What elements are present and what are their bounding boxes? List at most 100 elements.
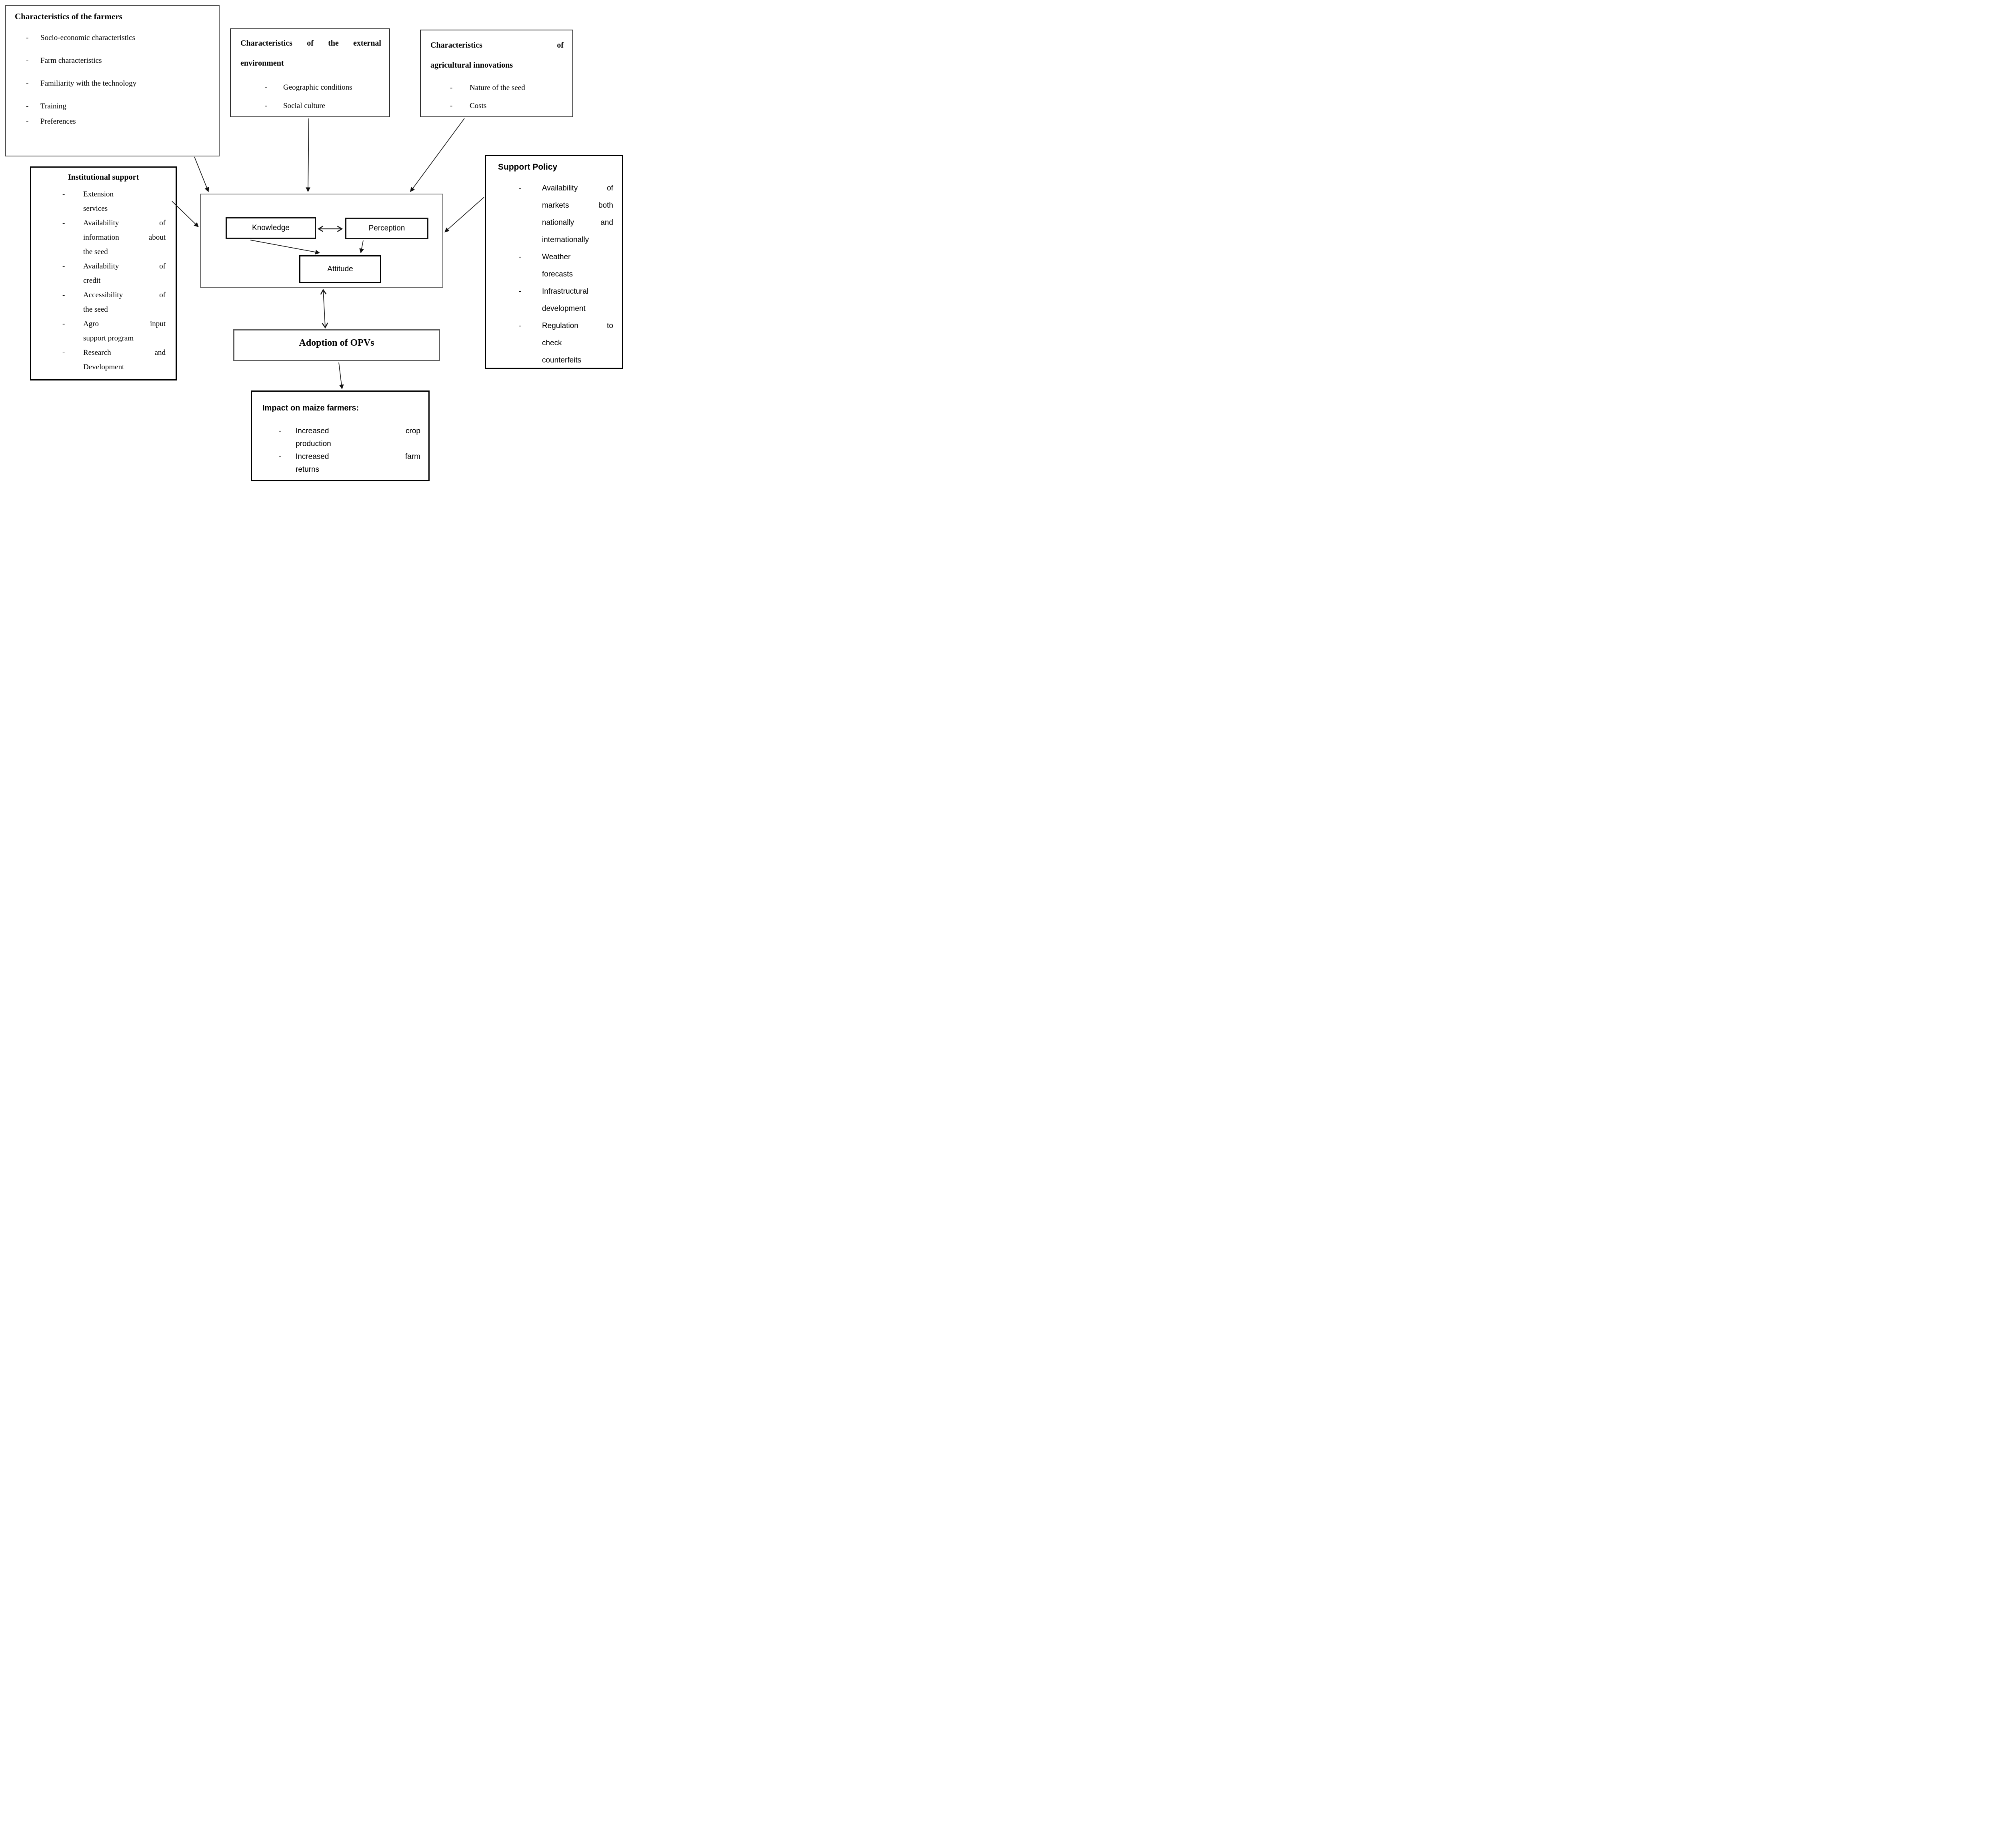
item-line: credit: [83, 276, 101, 285]
list-item-text: Extension services: [83, 187, 166, 216]
concept-box-support-policy: Support Policy - Availability of markets…: [485, 155, 623, 369]
item-line: check: [542, 339, 562, 347]
list-item-text: Increased crop production: [296, 425, 420, 450]
adoption-label: Adoption of OPVs: [299, 337, 374, 348]
bullet-list: - Availability of markets both nationall…: [486, 180, 622, 369]
title-line: Characteristics of the external: [240, 39, 381, 48]
arrow-external-to-core: [306, 118, 310, 192]
list-item-text: Costs: [470, 102, 487, 110]
impact-box: Impact on maize farmers: - Increased cro…: [251, 390, 430, 481]
bullet-list: - Socio-economic characteristics - Farm ch…: [6, 32, 219, 127]
bullet-list: -Geographic conditions - Social culture: [231, 82, 389, 111]
dash-bullet: -: [26, 79, 29, 88]
list-item-text: Regulation to check counterfeits: [542, 317, 613, 369]
item-line: internationally: [542, 236, 589, 244]
bullet-list: - Extension services - Availability of i…: [31, 187, 176, 374]
dash-bullet: -: [519, 322, 522, 330]
concept-box-institutional-support: Institutional support - Extension servic…: [30, 166, 177, 380]
list-item: - Socio-economic characteristics: [6, 32, 219, 43]
item-line: Availability of: [83, 262, 166, 270]
perception-box: Perception: [345, 218, 428, 239]
item-line: Accessibility of: [83, 291, 166, 299]
list-item: -Training: [6, 101, 219, 112]
list-item: - Regulation to check counterfeits: [486, 317, 622, 369]
list-item: - Increased farm returns: [252, 450, 428, 476]
list-item: -Geographic conditions: [231, 82, 389, 93]
list-item-text: Farm characteristics: [40, 56, 102, 65]
item-line: Weather: [542, 253, 571, 261]
list-item: -Familiarity with the technology: [6, 78, 219, 89]
list-item-text: Research and Development: [83, 346, 166, 374]
dash-bullet: -: [62, 291, 65, 299]
dash-bullet: -: [26, 56, 29, 65]
dash-bullet: -: [265, 102, 268, 110]
list-item-text: Social culture: [283, 102, 325, 110]
list-item-text: Weather forecasts: [542, 248, 613, 283]
knowledge-label: Knowledge: [252, 224, 290, 232]
list-item: - Weather forecasts: [486, 248, 622, 283]
knowledge-box: Knowledge: [226, 217, 316, 239]
perception-label: Perception: [368, 224, 405, 232]
dash-bullet: -: [279, 452, 282, 461]
concept-box-external-environment: Characteristics of the external environm…: [230, 28, 390, 117]
arrow-farmers-to-core: [194, 156, 209, 192]
item-line: counterfeits: [542, 356, 582, 364]
concept-box-agricultural-innovations: Characteristics of agricultural innovati…: [420, 30, 573, 117]
arrow-innovations-to-core: [410, 118, 465, 192]
item-line: Availability of: [542, 184, 613, 192]
list-item-text: Availability of information about the se…: [83, 216, 166, 259]
item-line: support program: [83, 334, 134, 342]
list-item: -Preferences: [6, 116, 219, 127]
dash-bullet: -: [279, 427, 282, 435]
bullet-list: - Increased crop production - Increased …: [252, 425, 428, 476]
box-title: Characteristics of agricultural innovati…: [421, 30, 572, 75]
list-item-text: Socio-economic characteristics: [40, 34, 135, 42]
title-line: agricultural innovations: [430, 61, 513, 70]
item-line: Extension: [83, 190, 114, 198]
dash-bullet: -: [265, 83, 268, 92]
bullet-list: -Nature of the seed - Costs: [421, 83, 572, 111]
item-line: markets both: [542, 201, 613, 210]
list-item: -Nature of the seed: [421, 83, 572, 93]
list-item: - Availability of information about the …: [31, 216, 176, 259]
dash-bullet: -: [26, 102, 29, 110]
dash-bullet: -: [519, 287, 522, 296]
item-line: the seed: [83, 248, 108, 256]
list-item: - Increased crop production: [252, 425, 428, 450]
list-item-text: Increased farm returns: [296, 450, 420, 476]
list-item-text: Availability of credit: [83, 259, 166, 288]
item-line: Availability of: [83, 219, 166, 227]
list-item: - Agro input support program: [31, 317, 176, 346]
list-item-text: Accessibility of the seed: [83, 288, 166, 317]
dash-bullet: -: [519, 184, 522, 192]
dash-bullet: -: [62, 320, 65, 328]
list-item: - Costs: [421, 101, 572, 111]
item-line: returns: [296, 465, 320, 474]
arrow-core-adoption-bidirectional: [320, 288, 328, 329]
list-item: - Extension services: [31, 187, 176, 216]
item-line: services: [83, 204, 108, 213]
item-line: development: [542, 304, 586, 313]
dash-bullet: -: [26, 117, 29, 126]
conceptual-framework-diagram: Characteristics of the farmers -Socio-ec…: [0, 0, 627, 483]
dash-bullet: -: [62, 190, 65, 198]
list-item-text: Availability of markets both nationally …: [542, 180, 613, 248]
attitude-label: Attitude: [327, 265, 353, 273]
dash-bullet: -: [62, 348, 65, 357]
concept-box-farmers: Characteristics of the farmers -Socio-ec…: [5, 5, 220, 156]
list-item: - Availability of credit: [31, 259, 176, 288]
item-line: production: [296, 440, 331, 448]
dash-bullet: -: [26, 34, 29, 42]
box-title: Characteristics of the external environm…: [231, 29, 389, 73]
attitude-box: Attitude: [299, 255, 381, 283]
arrow-adoption-to-impact: [338, 362, 344, 390]
item-line: forecasts: [542, 270, 573, 278]
box-title: Institutional support: [68, 173, 139, 182]
list-item: - Research and Development: [31, 346, 176, 374]
dash-bullet: -: [450, 84, 453, 92]
dash-bullet: -: [450, 102, 453, 110]
arrow-support-to-core: [444, 197, 484, 232]
list-item-text: Infrastructural development: [542, 283, 613, 317]
dash-bullet: -: [62, 219, 65, 227]
list-item: - Accessibility of the seed: [31, 288, 176, 317]
